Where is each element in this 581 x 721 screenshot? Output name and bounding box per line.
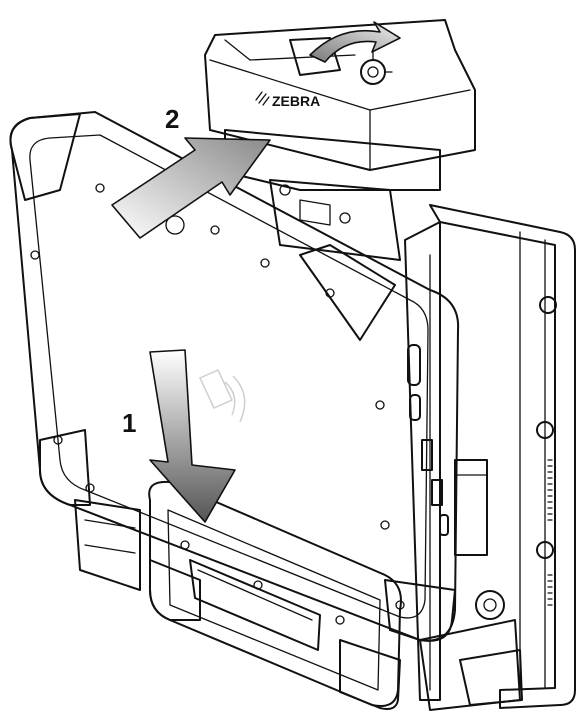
carry-handle [148,480,402,710]
brand-logo-text: ZEBRA [272,93,320,109]
nfc-icon [198,369,246,423]
step-1-arrow [149,349,236,523]
docking-cradle [74,204,576,711]
brand-logo: ZEBRA [255,91,320,109]
side-buttons [407,344,449,536]
rotate-latch-arrow [309,21,401,63]
cradle-vent [547,459,553,606]
step-1-label: 1 [122,408,136,438]
step-2-label: 2 [165,104,179,134]
thumb-screw-icon [536,296,557,559]
latch-knob-icon [360,51,393,85]
step-2-arrow [111,137,271,239]
